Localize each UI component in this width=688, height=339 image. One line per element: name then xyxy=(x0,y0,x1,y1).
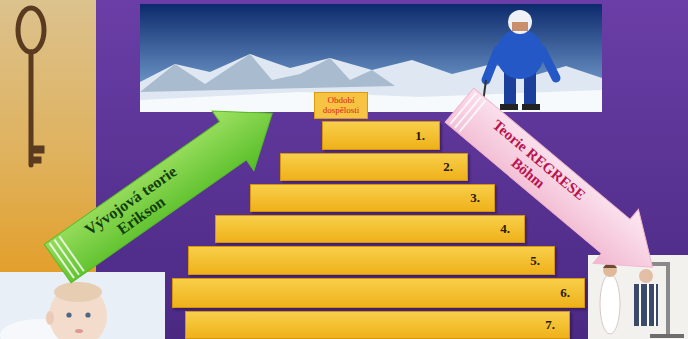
climber xyxy=(482,10,556,110)
patient-head xyxy=(639,269,653,283)
theory-label: Vývojová teorie Erikson xyxy=(68,153,204,263)
baby-mouth xyxy=(75,329,83,333)
key-picture xyxy=(18,8,44,165)
climber-boot xyxy=(522,104,540,110)
arrow-stripe xyxy=(459,100,485,131)
stage-number: 3. xyxy=(470,190,480,206)
mountain-photo xyxy=(140,4,602,112)
pyramid-step: 2. xyxy=(280,153,468,181)
lift-frame xyxy=(650,334,684,338)
baby-photo xyxy=(0,272,165,339)
stage-number: 1. xyxy=(415,128,425,144)
arrow-stripe xyxy=(54,239,79,274)
key-bow xyxy=(18,8,44,52)
arrow-stripe xyxy=(59,236,84,271)
stage-title: Období dospělosti xyxy=(318,95,364,116)
robe-stripe xyxy=(647,284,649,326)
climber-helmet xyxy=(508,10,532,34)
pyramid-step: 3. xyxy=(250,184,495,212)
stage-number: 4. xyxy=(500,221,510,237)
arrow-stripe xyxy=(50,243,75,278)
sky xyxy=(140,4,602,112)
robe-stripe xyxy=(639,284,641,326)
stage-number: 5. xyxy=(530,253,540,269)
climber-arm xyxy=(542,50,556,78)
pyramid-step: 5. xyxy=(188,246,555,275)
stage-label-box: Období dospělosti xyxy=(314,92,368,119)
climber-body xyxy=(496,29,544,79)
pyramid-step: 1. xyxy=(322,121,440,150)
pyramid-step: 7. xyxy=(185,311,570,339)
baby-ear xyxy=(46,311,54,325)
nurse-body xyxy=(600,274,620,334)
mountain-shadow xyxy=(140,54,395,92)
climber-arm xyxy=(486,50,498,80)
stage-number: 7. xyxy=(545,317,555,333)
lift-frame xyxy=(666,262,670,336)
stage-label: Období dospělosti xyxy=(318,95,364,116)
baby-eye xyxy=(85,312,90,317)
climber-face xyxy=(512,22,528,31)
key-bit xyxy=(31,157,41,163)
patient-robe xyxy=(634,284,658,326)
key-bit xyxy=(31,146,44,153)
baby-eye xyxy=(66,312,71,317)
pyramid-step: 6. xyxy=(172,278,585,308)
baby-hair xyxy=(54,282,102,302)
stage-number: 2. xyxy=(443,159,453,175)
arrow-text: Vývojová teorie Erikson xyxy=(68,153,204,263)
care-photo xyxy=(588,255,688,339)
photo-ground xyxy=(588,255,688,339)
robe-stripe xyxy=(654,284,656,326)
stage-number: 6. xyxy=(560,285,570,301)
pyramid-step: 4. xyxy=(215,215,525,243)
climber-boot xyxy=(500,104,518,110)
